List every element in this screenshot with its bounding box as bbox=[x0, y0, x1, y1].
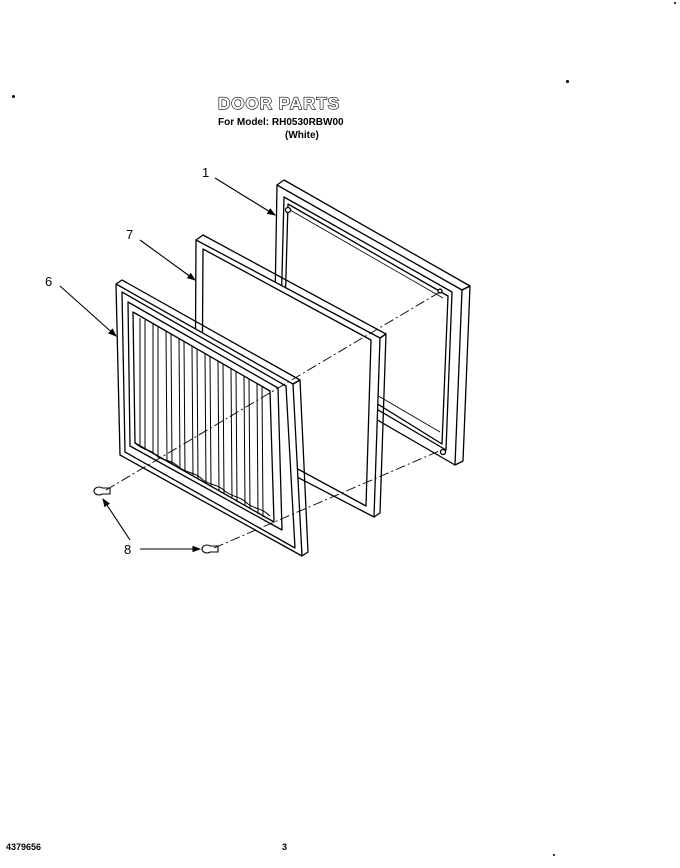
part-6-front-grille bbox=[115, 279, 309, 557]
screw-right bbox=[201, 544, 219, 554]
scan-speck bbox=[553, 854, 555, 856]
leader-6 bbox=[59, 285, 117, 337]
callout-leaders bbox=[59, 177, 276, 553]
alignment-lines bbox=[105, 291, 447, 549]
model-label: For Model: RH0530RBW00 bbox=[218, 117, 344, 128]
callout-8: 8 bbox=[124, 542, 131, 557]
callout-6: 6 bbox=[45, 274, 52, 289]
screw-left bbox=[93, 486, 111, 496]
scan-speck bbox=[12, 95, 15, 98]
page-title: DOOR PARTS bbox=[217, 93, 341, 113]
callout-7: 7 bbox=[126, 227, 133, 242]
leader-1 bbox=[214, 177, 276, 216]
scan-speck bbox=[566, 80, 569, 83]
callout-1: 1 bbox=[202, 165, 209, 180]
color-label: (White) bbox=[285, 130, 319, 141]
scan-speck bbox=[674, 2, 676, 4]
leader-8a bbox=[102, 498, 131, 541]
part-8-screws bbox=[93, 486, 219, 554]
page-number: 3 bbox=[282, 842, 288, 852]
leader-7 bbox=[139, 239, 196, 281]
document-number: 4379656 bbox=[6, 842, 42, 852]
